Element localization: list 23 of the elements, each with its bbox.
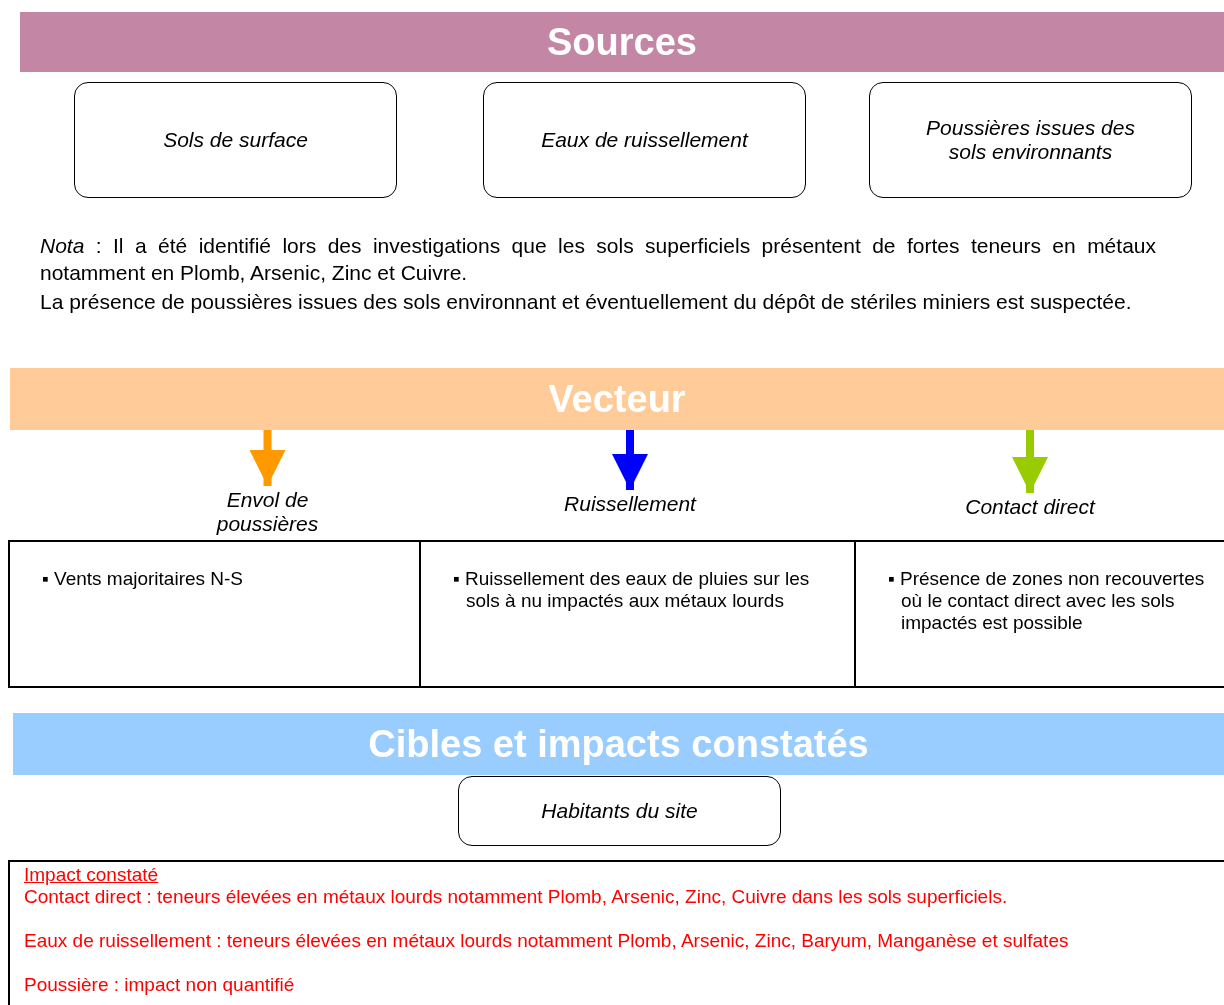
- section-title: Vecteur: [10, 368, 1224, 430]
- section-title: Cibles et impacts constatés: [13, 713, 1224, 775]
- bullet-text: ▪ Ruissellement des eaux de pluies sur les sols à nu impactés aux métaux lourds: [453, 568, 811, 612]
- bullet-text: ▪ Présence de zones non recouvertes où le contact direct avec les sols impactés est possible: [888, 568, 1206, 634]
- bullet-text: ▪ Vents majoritaires N-S: [42, 568, 245, 590]
- source-box: Eaux de ruissellement: [483, 82, 806, 198]
- source-box: Poussières issues des sols environnants: [869, 82, 1192, 198]
- table-cell: [854, 540, 1224, 688]
- vector-label: Envol de poussières: [185, 488, 350, 540]
- vector-label: Contact direct: [910, 495, 1150, 525]
- note-text: Nota : Il a été identifié lors des investigations que les sols superficiels présentent de fortes teneurs en métaux notamment en Plomb, Arsenic, Zinc et Cuivre.: [40, 233, 1156, 286]
- note-text: La présence de poussières issues des sols environnant et éventuellement du dépôt de stériles miniers est suspectée.: [40, 289, 1133, 315]
- source-box: Habitants du site: [458, 776, 781, 846]
- impact-text: Poussière : impact non quantifié: [24, 974, 296, 996]
- source-box: Sols de surface: [74, 82, 397, 198]
- impact-text: Contact direct : teneurs élevées en métaux lourds notamment Plomb, Arsenic, Zinc, Cuivre dans les sols superficiels.: [24, 886, 1009, 908]
- table-cell: [8, 540, 421, 688]
- impact-box: [8, 860, 1224, 1005]
- vector-label: Ruissellement: [520, 492, 740, 522]
- impact-text: Eaux de ruissellement : teneurs élevées en métaux lourds notamment Plomb, Arsenic, Zinc, Baryum, Manganèse et sulfates: [24, 930, 1070, 952]
- impact-heading: Impact constaté: [24, 864, 160, 886]
- table-cell: [419, 540, 856, 688]
- section-title: Sources: [20, 12, 1224, 72]
